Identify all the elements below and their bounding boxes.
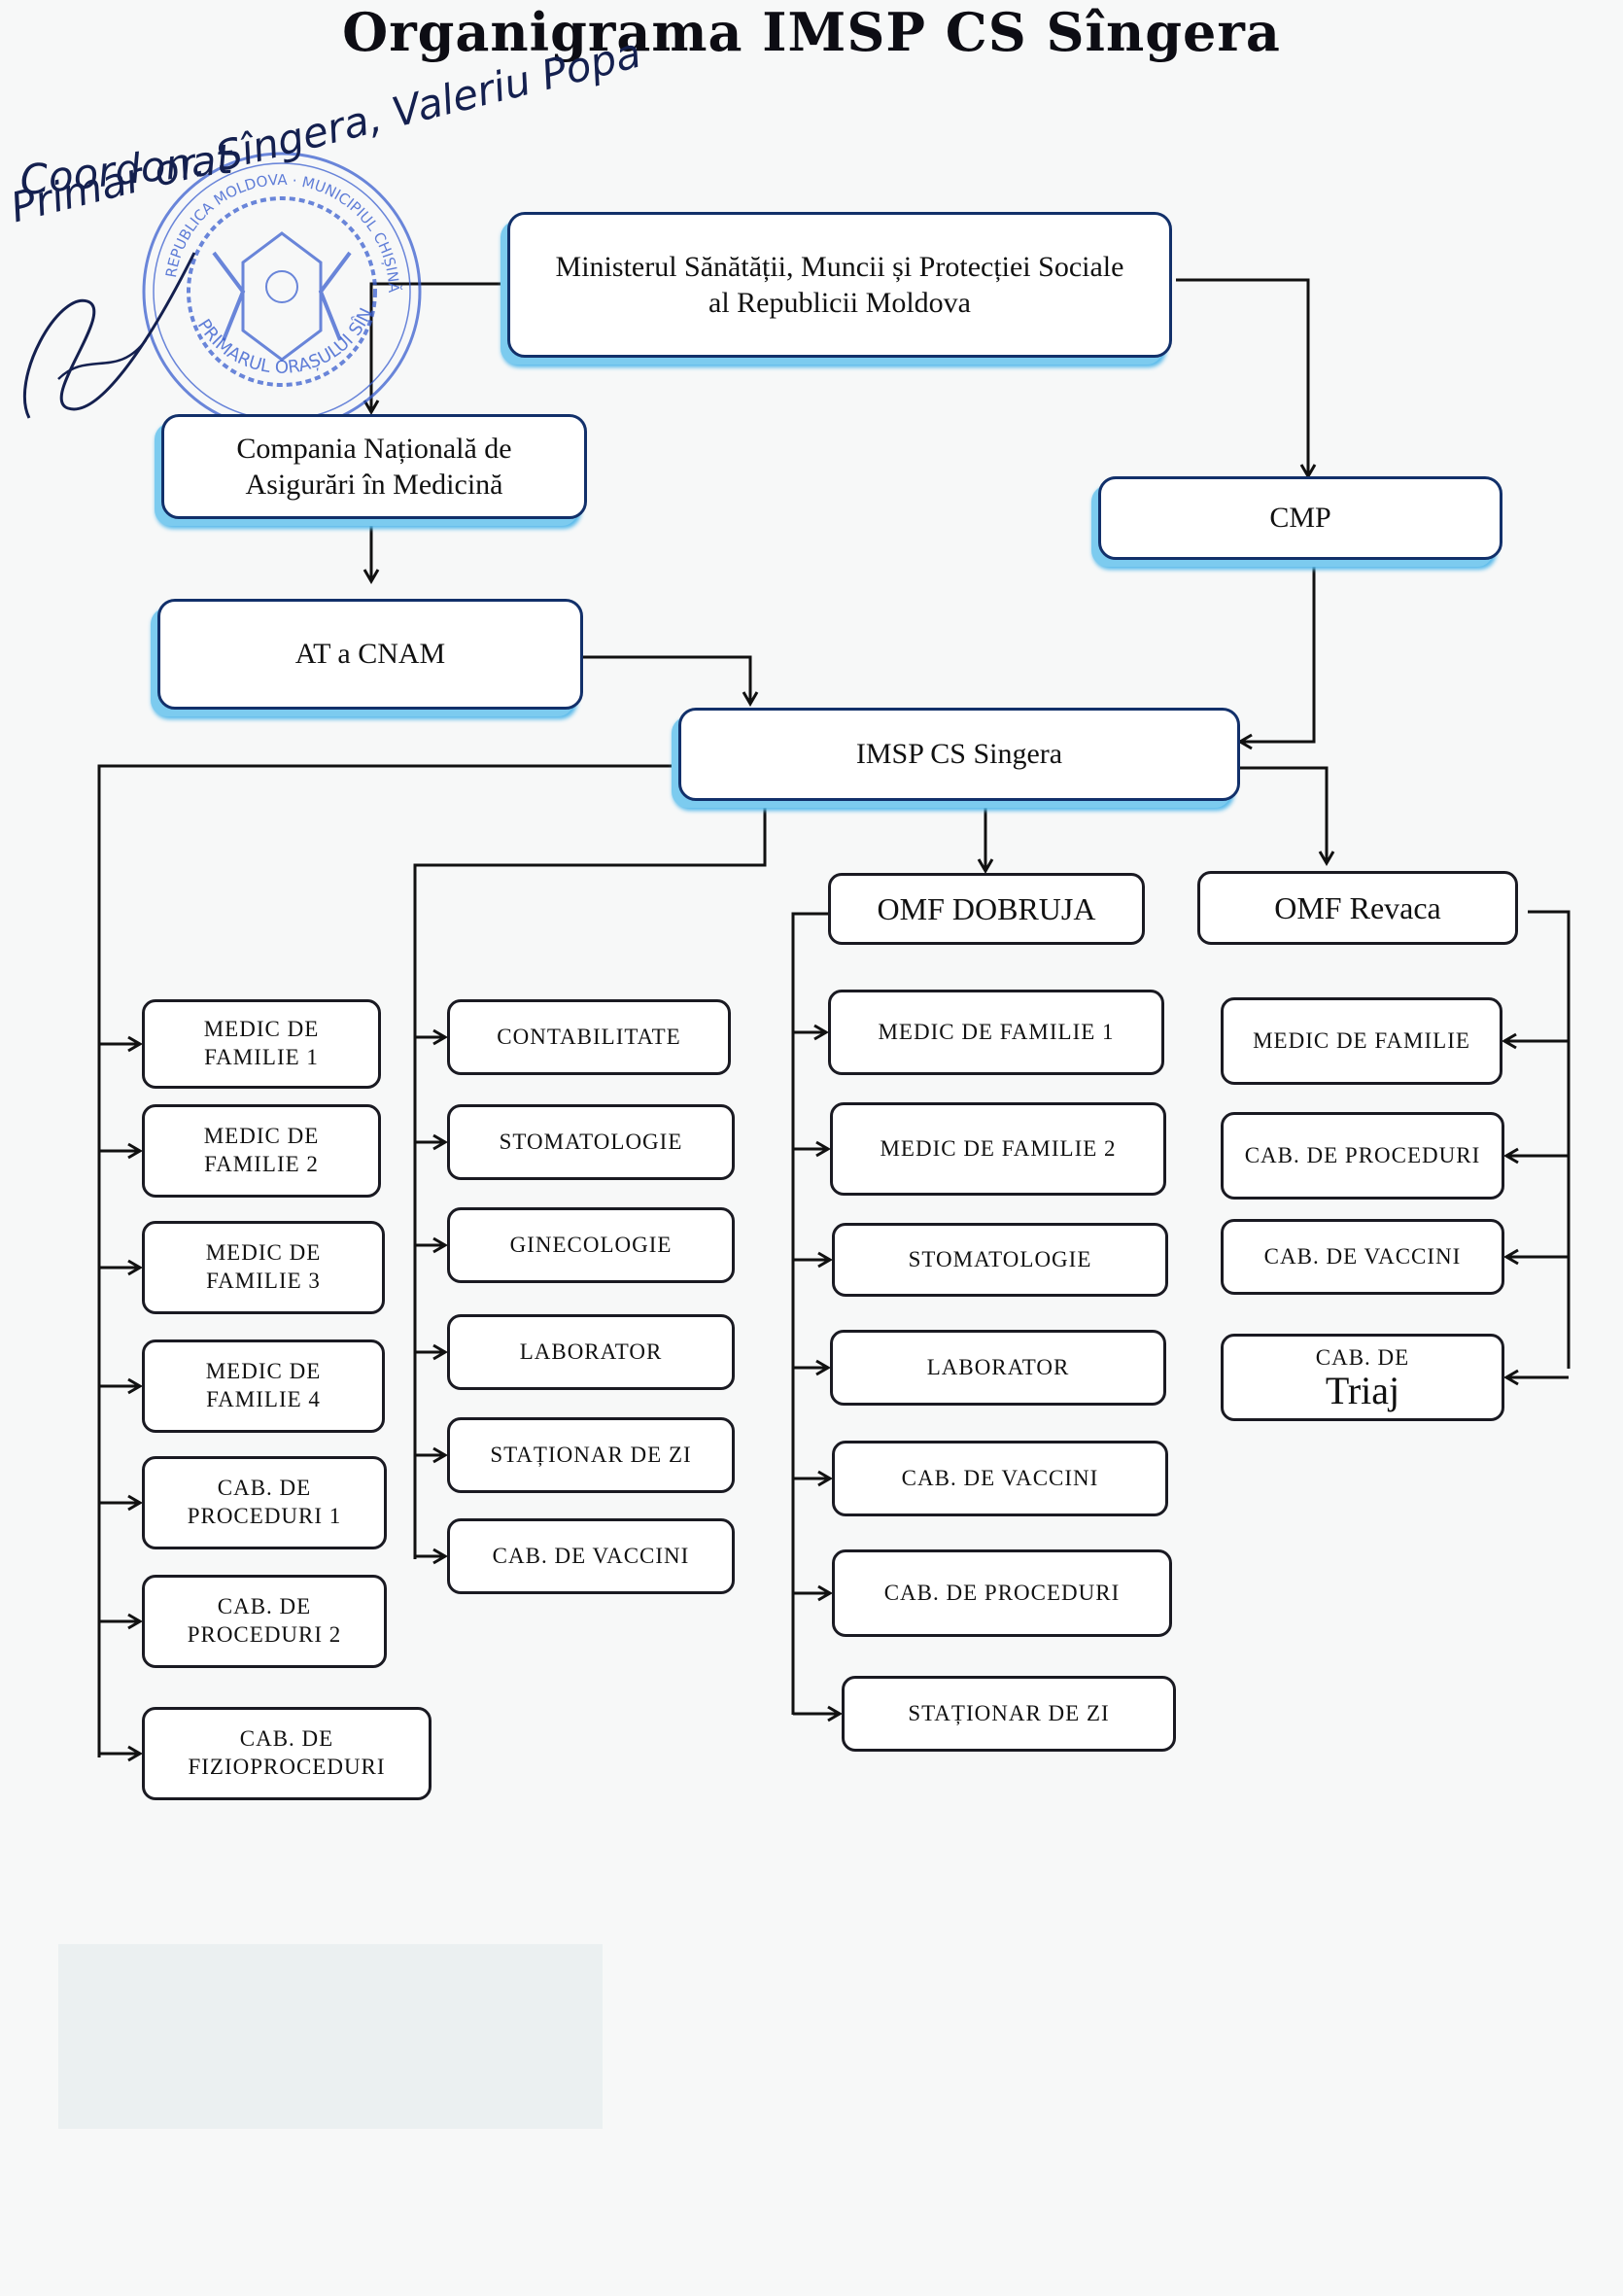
unit-dobruja-medic-de-familie-1[interactable]: MEDIC DE FAMILIE 1 xyxy=(828,990,1164,1075)
edge-at-imsp xyxy=(583,655,759,707)
unit-dobruja-cab-de-vaccini[interactable]: CAB. DE VACCINI xyxy=(832,1441,1168,1516)
unit-label: CAB. DE PROCEDURI 2 xyxy=(187,1594,342,1647)
node-cmp-label: CMP xyxy=(1269,502,1331,535)
unit-label: STOMATOLOGIE xyxy=(908,1246,1092,1271)
unit-label: STAȚIONAR DE ZI xyxy=(490,1442,692,1467)
unit-dobruja-laborator[interactable]: LABORATOR xyxy=(830,1330,1166,1406)
unit-revaca-medic-de-familie[interactable]: MEDIC DE FAMILIE xyxy=(1221,997,1502,1085)
unit-label-line1: CAB. DE xyxy=(1315,1344,1410,1370)
unit-main-left-cab-de-proceduri-2[interactable]: CAB. DE PROCEDURI 2 xyxy=(142,1575,387,1668)
unit-main-left-medic-de-familie-1[interactable]: MEDIC DE FAMILIE 1 xyxy=(142,999,381,1089)
unit-dobruja-medic-de-familie-2[interactable]: MEDIC DE FAMILIE 2 xyxy=(830,1102,1166,1196)
unit-revaca-cab-de-proceduri[interactable]: CAB. DE PROCEDURI xyxy=(1221,1112,1504,1200)
edge-cmp-imsp xyxy=(1237,556,1316,750)
unit-main-services-ginecologie[interactable]: GINECOLOGIE xyxy=(447,1207,735,1283)
unit-dobruja-stationar-de-zi[interactable]: STAȚIONAR DE ZI xyxy=(842,1676,1176,1752)
unit-dobruja-cab-de-proceduri[interactable]: CAB. DE PROCEDURI xyxy=(832,1549,1172,1637)
node-at-cnam-label: AT a CNAM xyxy=(294,638,446,671)
unit-label: STOMATOLOGIE xyxy=(499,1129,683,1154)
unit-main-services-contabilitate[interactable]: CONTABILITATE xyxy=(447,999,731,1075)
unit-main-left-cab-de-fizioproceduri[interactable]: CAB. DE FIZIOPROCEDURI xyxy=(142,1707,432,1800)
node-omf-revaca-label: OMF Revaca xyxy=(1274,890,1441,925)
unit-revaca-cab-de-vaccini[interactable]: CAB. DE VACCINI xyxy=(1221,1219,1504,1295)
node-cnam-label: Compania Națională de Asigurări în Medic… xyxy=(236,432,512,502)
unit-label: CAB. DE FIZIOPROCEDURI xyxy=(188,1726,386,1779)
node-omf-revaca[interactable]: OMF Revaca xyxy=(1197,871,1518,945)
unit-label: CONTABILITATE xyxy=(497,1024,681,1049)
bus-main-services xyxy=(413,803,767,1559)
paper-shadow xyxy=(58,1944,603,2129)
node-ministry-label: Ministerul Sănătății, Muncii și Protecți… xyxy=(555,250,1124,320)
node-cmp[interactable]: CMP xyxy=(1098,476,1502,560)
unit-label: MEDIC DE FAMILIE 4 xyxy=(205,1359,322,1411)
node-omf-dobruja-label: OMF DOBRUJA xyxy=(877,891,1096,926)
unit-label: CAB. DE PROCEDURI 1 xyxy=(187,1476,342,1528)
unit-label: MEDIC DE FAMILIE 3 xyxy=(205,1240,322,1293)
unit-main-services-stomatologie[interactable]: STOMATOLOGIE xyxy=(447,1104,735,1180)
edge-ministry-cnam xyxy=(363,282,505,415)
unit-dobruja-stomatologie[interactable]: STOMATOLOGIE xyxy=(832,1223,1168,1297)
node-imsp-label: IMSP CS Singera xyxy=(855,738,1063,771)
unit-label: CAB. DE VACCINI xyxy=(492,1543,690,1568)
unit-main-left-medic-de-familie-2[interactable]: MEDIC DE FAMILIE 2 xyxy=(142,1104,381,1198)
unit-label-line2: Triaj xyxy=(1325,1369,1400,1413)
unit-label: MEDIC DE FAMILIE 1 xyxy=(203,1017,320,1069)
edge-imsp-revaca xyxy=(1240,766,1335,866)
unit-label: MEDIC DE FAMILIE 2 xyxy=(203,1124,320,1176)
unit-label: CAB. DE PROCEDURI xyxy=(1244,1142,1481,1167)
bus-dobruja xyxy=(791,912,828,1715)
node-cnam[interactable]: Compania Națională de Asigurări în Medic… xyxy=(161,414,587,519)
unit-main-left-cab-de-proceduri-1[interactable]: CAB. DE PROCEDURI 1 xyxy=(142,1456,387,1549)
unit-main-services-cab-de-vaccini[interactable]: CAB. DE VACCINI xyxy=(447,1518,735,1594)
unit-label: CAB. DE VACCINI xyxy=(901,1465,1099,1490)
unit-main-services-stationar-de-zi[interactable]: STAȚIONAR DE ZI xyxy=(447,1417,735,1493)
signature-scribble-icon xyxy=(22,252,196,419)
unit-label: MEDIC DE FAMILIE 2 xyxy=(880,1135,1117,1161)
unit-label: CAB. DE VACCINI xyxy=(1263,1243,1462,1269)
unit-label: CAB. DE PROCEDURI xyxy=(883,1580,1121,1605)
unit-label: MEDIC DE FAMILIE 1 xyxy=(878,1019,1115,1044)
edge-ministry-cmp xyxy=(1176,278,1317,479)
bus-main-left xyxy=(97,764,678,1757)
unit-label: LABORATOR xyxy=(926,1354,1070,1379)
unit-label: LABORATOR xyxy=(519,1339,663,1364)
unit-main-left-medic-de-familie-4[interactable]: MEDIC DE FAMILIE 4 xyxy=(142,1339,385,1433)
node-ministry[interactable]: Ministerul Sănătății, Muncii și Protecți… xyxy=(507,212,1172,358)
unit-main-services-laborator[interactable]: LABORATOR xyxy=(447,1314,735,1390)
unit-label: MEDIC DE FAMILIE xyxy=(1253,1027,1470,1053)
unit-main-left-medic-de-familie-3[interactable]: MEDIC DE FAMILIE 3 xyxy=(142,1221,385,1314)
node-omf-dobruja[interactable]: OMF DOBRUJA xyxy=(828,873,1145,945)
unit-label: STAȚIONAR DE ZI xyxy=(908,1700,1110,1725)
page-title: Organigrama IMSP CS Sîngera xyxy=(342,1,1281,63)
node-imsp[interactable]: IMSP CS Singera xyxy=(678,708,1240,801)
node-at-cnam[interactable]: AT a CNAM xyxy=(157,599,583,710)
unit-label: GINECOLOGIE xyxy=(509,1232,673,1257)
bus-revaca xyxy=(1528,910,1571,1369)
